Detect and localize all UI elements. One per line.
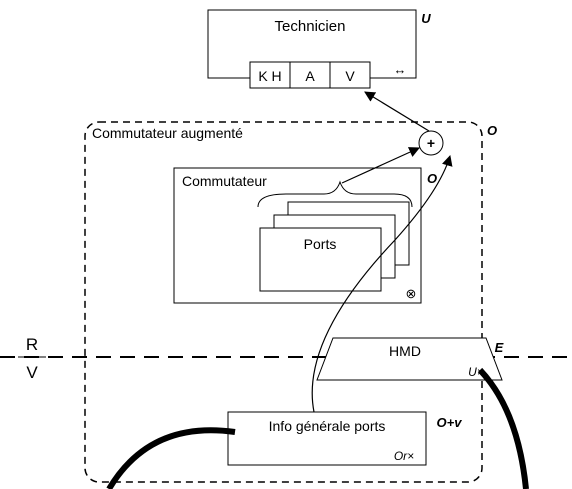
hmd-label: E <box>495 340 504 355</box>
sync-arrow-icon: ↔ <box>394 62 407 77</box>
hmd-title: HMD <box>389 343 421 359</box>
info-corner-text: Or× <box>394 449 414 463</box>
info-to-plus-arrow <box>311 154 453 413</box>
technicien-slot-v: V <box>345 68 355 84</box>
hmd-corner-text: U× <box>468 365 484 379</box>
technicien-slot-a: A <box>305 68 315 84</box>
info-label: O+v <box>437 415 463 430</box>
commutateur-label: O <box>427 171 437 186</box>
plus-icon: + <box>427 135 435 151</box>
virtual-label: V <box>26 363 38 382</box>
ports-title: Ports <box>304 236 337 252</box>
real-label: R <box>26 335 38 354</box>
rv-boundary: R V <box>0 335 572 382</box>
plus-to-technicien-arrow <box>364 91 430 132</box>
info-ports-box: Info générale ports O+v Or× <box>227 411 463 466</box>
ports-brace <box>257 180 413 208</box>
technicien-label: U <box>421 11 431 26</box>
right-cable <box>477 367 529 489</box>
commutateur-augmente-label: O <box>487 123 497 138</box>
technicien-title: Technicien <box>275 18 346 35</box>
commutateur-title: Commutateur <box>182 173 267 189</box>
technicien-box: Technicien U K H A V ↔ <box>207 9 431 89</box>
hmd-box: HMD E U× <box>316 337 504 381</box>
ports-to-plus-arrow <box>341 147 420 184</box>
plus-node: + <box>418 130 444 156</box>
technicien-slot-kh: K H <box>258 68 281 84</box>
commutateur-augmente-title: Commutateur augmenté <box>92 125 243 141</box>
cross-circle-icon: ⊗ <box>406 286 417 301</box>
commutateur-augmente-container: Commutateur augmenté O <box>84 121 497 483</box>
commutateur-box: Commutateur O Ports ⊗ <box>173 167 437 304</box>
left-cable <box>106 427 236 489</box>
info-title: Info générale ports <box>269 418 386 434</box>
